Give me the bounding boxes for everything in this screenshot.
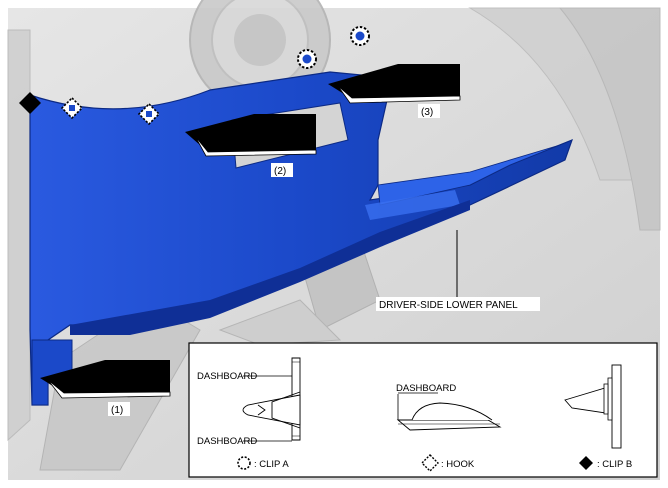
clip-b-legend-label: : CLIP B	[597, 459, 632, 470]
dashboard-label-hook: DASHBOARD	[396, 383, 456, 394]
panel-label: DRIVER-SIDE LOWER PANEL	[379, 300, 518, 311]
hook-marker-2	[137, 102, 161, 126]
clip-b-detail	[564, 364, 622, 449]
clip-b-marker	[19, 92, 41, 114]
clip-a-legend-label: : CLIP A	[254, 459, 289, 470]
dashboard-label-top: DASHBOARD	[197, 371, 257, 382]
step-1-label: (1)	[111, 405, 123, 416]
hook-marker-1	[60, 96, 84, 120]
hook-icon	[421, 454, 439, 472]
clip-a-marker-2	[350, 26, 370, 46]
step-3-label: (3)	[421, 107, 433, 118]
clip-a-marker-1	[297, 49, 317, 69]
clip-b-icon	[579, 456, 593, 470]
step-2-label-bg	[271, 163, 293, 177]
step-2-label: (2)	[274, 166, 286, 177]
step-1-label-bg	[108, 402, 130, 416]
panel-label-bg	[376, 297, 540, 311]
arrow-step-3	[328, 64, 461, 104]
step-3-label-bg	[418, 104, 440, 118]
hook-detail	[396, 392, 502, 431]
clip-a-icon	[237, 456, 251, 470]
dashboard-label-bottom: DASHBOARD	[197, 436, 257, 447]
legend-box: DASHBOARD DASHBOARD DASHBOARD : CLIP A :…	[188, 342, 658, 478]
arrow-step-2	[185, 114, 317, 157]
arrow-step-1	[40, 360, 171, 399]
clip-a-detail	[242, 357, 301, 442]
hook-legend-label: : HOOK	[441, 459, 475, 470]
